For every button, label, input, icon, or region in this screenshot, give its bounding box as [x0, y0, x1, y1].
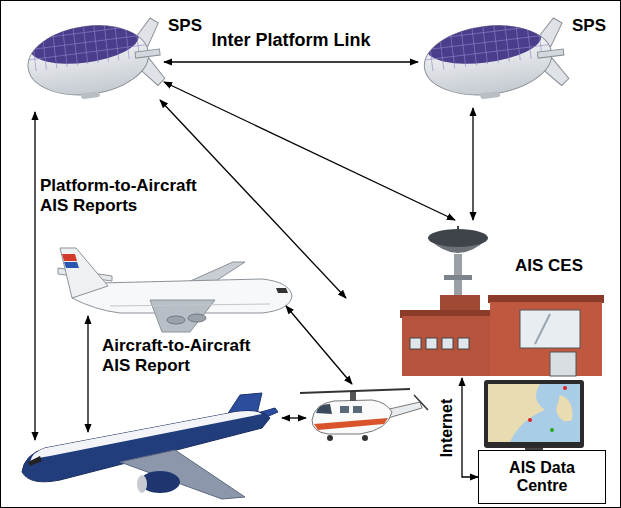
airship-symbol	[27, 44, 149, 60]
link-description: Platform-to-Aircraft AIS Reports	[40, 176, 215, 215]
station-label: AIS CES	[515, 256, 583, 276]
airship-symbol	[25, 24, 147, 40]
ais-link-arrow	[160, 100, 346, 298]
ground-station-symbol	[458, 338, 469, 349]
link-connector	[462, 378, 478, 477]
monitor-display	[484, 380, 584, 452]
airship-symbol	[135, 49, 160, 58]
helicopter	[300, 389, 428, 441]
cargo-aircraft	[167, 316, 185, 324]
ais-link-arrow	[286, 306, 352, 384]
airship-platform: SPS	[22, 8, 164, 108]
airship-platform: SPS	[418, 8, 568, 108]
monitor-display	[488, 384, 580, 442]
link-description: Aircraft-to-Aircraft AIS Report	[102, 336, 277, 375]
ais-link-arrow	[34, 112, 35, 440]
helicopter	[312, 400, 392, 434]
cargo-aircraft	[276, 288, 288, 293]
ground-station-symbol	[535, 314, 550, 344]
helicopter	[314, 418, 388, 430]
monitor-display	[484, 380, 584, 448]
airship-symbol	[24, 11, 166, 106]
monitor-display	[528, 418, 532, 422]
ground-station-symbol	[400, 220, 605, 378]
ground-station-symbol	[410, 338, 421, 349]
ais-link-arrow	[35, 100, 352, 440]
airship-symbol	[420, 12, 554, 72]
box-label: AIS Data Centre	[485, 459, 599, 496]
ground-station-symbol	[402, 316, 490, 376]
cargo-aircraft	[64, 262, 79, 268]
airship-symbol	[537, 49, 564, 58]
helicopter	[362, 435, 368, 441]
ground-station-symbol	[426, 338, 437, 349]
platform-label: SPS	[572, 16, 606, 36]
ground-station-symbol	[520, 310, 580, 348]
ground-station-symbol	[442, 338, 453, 349]
ground-station-symbol	[457, 226, 459, 238]
link-connector	[472, 108, 473, 220]
ground-station-symbol	[490, 302, 602, 376]
link-connector	[164, 82, 455, 220]
airship-symbol	[421, 24, 550, 40]
link-label: Inter Platform Link	[211, 30, 370, 51]
airliner	[22, 393, 278, 499]
ais-link-arrow	[282, 417, 306, 418]
airship-symbol	[418, 8, 568, 108]
process-box: AIS Data Centre	[478, 450, 606, 504]
ground-station-symbol	[488, 295, 604, 303]
cargo-aircraft	[58, 248, 292, 332]
ground-station-symbol	[550, 352, 576, 376]
link-connector	[164, 61, 418, 62]
helicopter	[316, 404, 332, 414]
airship-symbol	[26, 34, 148, 50]
cargo-aircraft	[110, 304, 270, 306]
monitor-display	[556, 395, 573, 421]
cargo-aircraft	[188, 314, 206, 322]
airliner	[137, 475, 147, 493]
airliner	[28, 456, 42, 466]
airship-symbol	[22, 8, 164, 108]
cargo-aircraft	[60, 248, 108, 298]
airship-symbol	[24, 12, 151, 72]
cargo-aircraft	[62, 254, 77, 261]
platform-label: SPS	[168, 16, 202, 36]
airship-symbol	[81, 91, 100, 99]
helicopter	[350, 392, 356, 401]
helicopter	[340, 406, 349, 413]
helicopter	[353, 406, 362, 413]
helicopter	[300, 389, 410, 393]
helicopter	[414, 395, 428, 410]
airship-symbol	[420, 11, 570, 106]
monitor-display	[563, 386, 567, 390]
airship-symbol	[422, 34, 551, 50]
monitor-display	[488, 384, 545, 442]
airship-symbol	[480, 91, 501, 99]
ground-station: AIS CES	[400, 220, 605, 378]
airship-symbol	[424, 44, 553, 60]
airliner	[30, 411, 262, 462]
link-label: Internet	[438, 398, 456, 457]
helicopter	[327, 435, 333, 441]
airliner	[120, 450, 245, 499]
ais-link-arrow	[87, 316, 88, 432]
monitor-display	[550, 428, 554, 432]
ground-station-symbol	[444, 275, 472, 280]
